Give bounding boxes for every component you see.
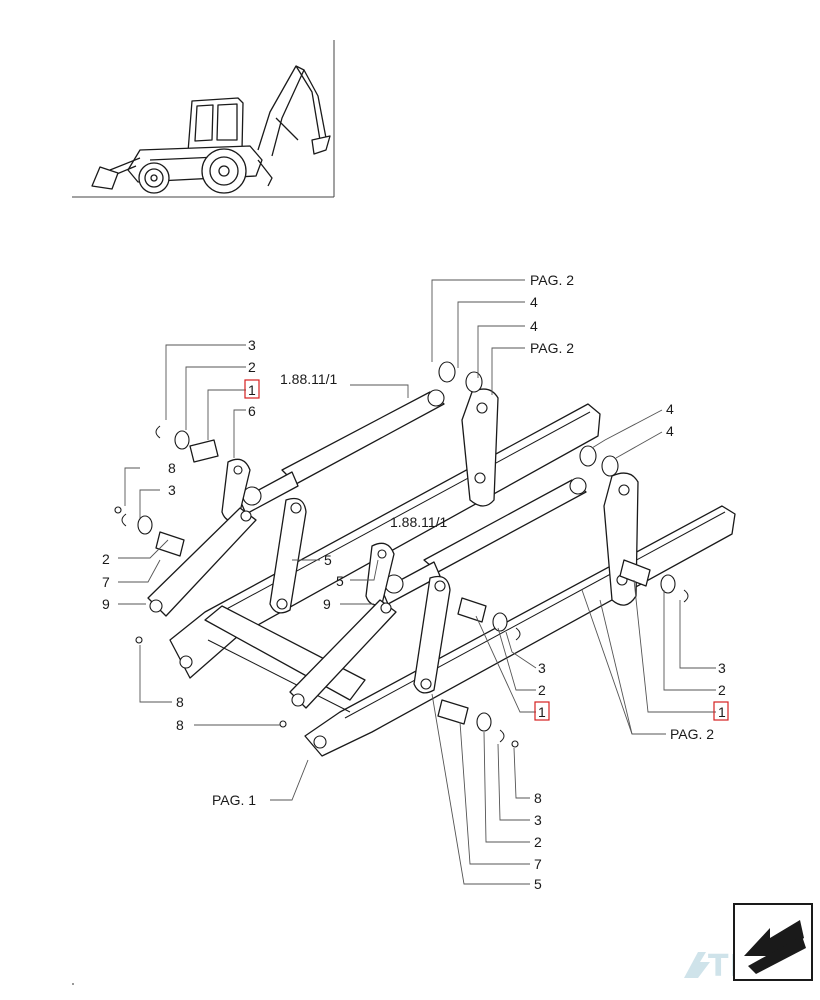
washer-4b: [465, 371, 483, 393]
callout-5-left: 5: [324, 552, 332, 568]
washer-4d: [601, 455, 619, 477]
overview-thumbnail[interactable]: [72, 40, 335, 198]
pin-set-left: [114, 506, 185, 557]
callout-8-left-bottom: 8: [176, 694, 184, 710]
backhoe-loader-icon: [91, 65, 331, 194]
callout-pag2-bottom[interactable]: PAG. 2: [670, 726, 714, 742]
callout-5-mid: 5: [336, 573, 344, 589]
callout-1-right-center: 1: [538, 704, 546, 720]
pin-set-center: [457, 597, 521, 641]
leader-lines: [118, 279, 716, 885]
callout-4d: 4: [666, 423, 674, 439]
callout-2-right-center: 2: [538, 682, 546, 698]
highlight-box-1-center: [534, 701, 550, 721]
callout-7-bottom-center: 7: [534, 856, 542, 872]
callout-9-mid: 9: [323, 596, 331, 612]
grease-nipple-a: [135, 636, 143, 644]
pin-set-bottom: [437, 699, 519, 748]
highlight-box-1-top-left: [244, 379, 260, 399]
callout-3-right-center: 3: [538, 660, 546, 676]
callout-4b: 4: [530, 318, 538, 334]
callout-pag2-top[interactable]: PAG. 2: [530, 272, 574, 288]
link-5-bottom: [413, 575, 451, 694]
callout-3-left: 3: [168, 482, 176, 498]
grease-nipple-b: [279, 720, 287, 728]
callout-4a: 4: [530, 294, 538, 310]
callout-2-top-left: 2: [248, 359, 256, 375]
callout-4c: 4: [666, 401, 674, 417]
callout-3-right: 3: [718, 660, 726, 676]
callout-labels: PAG. 2 4 4 PAG. 2 3 2 1 6 1.88.11/1 4 4 …: [102, 272, 726, 892]
callout-8-bottom: 8: [176, 717, 184, 733]
callout-7-left: 7: [102, 574, 110, 590]
callout-1-top-left: 1: [248, 382, 256, 398]
link-5-left: [269, 497, 307, 614]
callout-1-right: 1: [718, 704, 726, 720]
tilt-plate-rear: [461, 388, 499, 507]
callout-3-top-left: 3: [248, 337, 256, 353]
callout-9-left: 9: [102, 596, 110, 612]
callout-ref-cylinder-b[interactable]: 1.88.11/1: [390, 514, 448, 530]
callout-2-bottom-center: 2: [534, 834, 542, 850]
next-page-button[interactable]: [733, 903, 813, 981]
callout-pag2-mid[interactable]: PAG. 2: [530, 340, 574, 356]
hydraulic-cylinder-front: [381, 477, 587, 605]
pin-set-top-left: [155, 425, 219, 463]
callout-6: 6: [248, 403, 256, 419]
next-page-arrow-icon: [744, 920, 806, 974]
washer-4a: [438, 361, 456, 383]
callout-2-left: 2: [102, 551, 110, 567]
callout-8-bottom-center: 8: [534, 790, 542, 806]
washer-4c: [579, 445, 597, 467]
exploded-view: [114, 361, 736, 757]
hydraulic-cylinder-rear: [239, 389, 445, 515]
callout-pag1[interactable]: PAG. 1: [212, 792, 256, 808]
callout-5-bottom-center: 5: [534, 876, 542, 892]
callout-2-right: 2: [718, 682, 726, 698]
pin-set-right: [619, 559, 689, 603]
highlight-box-1-right: [713, 701, 729, 721]
callout-8-left: 8: [168, 460, 176, 476]
callout-3-bottom-center: 3: [534, 812, 542, 828]
callout-ref-cylinder-a[interactable]: 1.88.11/1: [280, 371, 338, 387]
